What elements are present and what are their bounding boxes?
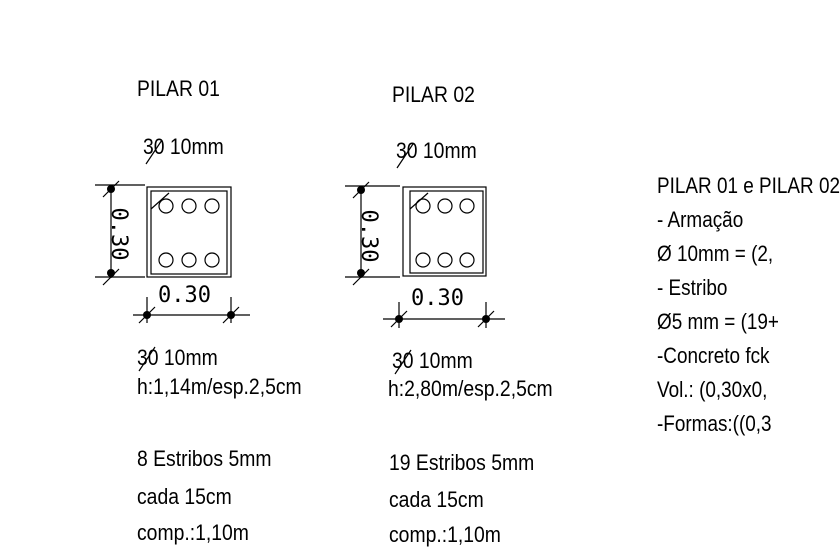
pilar01-title: PILAR 01 [137,76,220,101]
pilar01-width-dim: 0.30 [158,283,211,308]
pilar01-height-dim: 0.30 [106,207,131,261]
pilar02-title: PILAR 02 [392,82,475,107]
pilar02-length: comp.:1,10m [389,522,501,547]
notes-line-2: - Armação [657,207,744,232]
pilar01-stirrups: 8 Estribos 5mm [137,446,272,471]
notes-line-4: - Estribo [657,275,728,300]
notes-line-8: -Formas:((0,3 [657,411,772,436]
pilar02-stirrups: 19 Estribos 5mm [389,450,535,475]
pilar01-spacing: cada 15cm [137,484,232,509]
pilar02-height-dim: 0.30 [356,209,381,263]
notes-line-7: Vol.: (0,30x0, [657,377,768,402]
pilar01-outer-rect [146,186,232,278]
notes-line-6: -Concreto fck [657,343,770,368]
pilar02-spacing: cada 15cm [389,487,484,512]
pilar01-length: comp.:1,10m [137,520,249,545]
pilar02-bottom-bars: 30 10mm [392,348,473,373]
pilar02-width-dim: 0.30 [411,286,464,311]
notes-line-5: Ø5 mm = (19+ [657,309,779,334]
pilar01-stirrup [150,190,228,275]
pilar01-top-bars: 30 10mm [143,134,224,159]
notes-line-3: Ø 10mm = (2, [657,241,774,266]
pilar02-stirrup [409,190,484,274]
notes-panel: PILAR 01 e PILAR 02 - Armação Ø 10mm = (… [657,0,840,530]
pilar02-spec: h:2,80m/esp.2,5cm [388,376,553,401]
notes-line-1: PILAR 01 e PILAR 02 [657,173,840,198]
pilar01-spec: h:1,14m/esp.2,5cm [137,374,302,399]
pilar01-bottom-bars: 30 10mm [137,345,218,370]
pilar02-top-bars: 30 10mm [396,138,477,163]
pilar02-outer-rect [402,186,487,277]
column-sections-drawing [95,139,505,375]
